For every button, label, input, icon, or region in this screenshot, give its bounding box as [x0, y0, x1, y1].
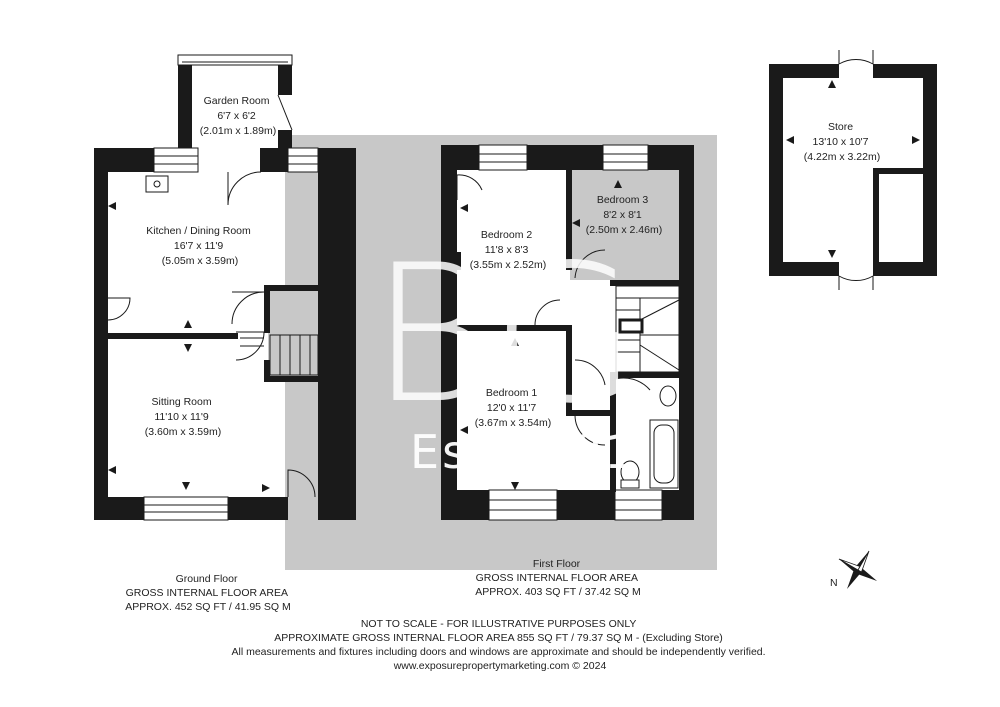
compass-icon [838, 550, 878, 590]
bedroom3-metric: (2.50m x 2.46m) [586, 224, 662, 236]
bedroom3-imperial: 8'2 x 8'1 [603, 209, 642, 221]
footer-verification-note: All measurements and fixtures including … [232, 646, 766, 658]
svg-text:NOT TO SCALE - FOR ILLUSTRATIV: NOT TO SCALE - FOR ILLUSTRATIVE PURPOSES… [232, 618, 769, 672]
footer-website: www.exposurepropertymarketing.com © 2024 [393, 660, 607, 672]
first-floor-title: First Floor [533, 558, 581, 570]
svg-text:Kitchen / Dining Room 16'7: Kitchen / Dining Room 16'7 x 11'9 (5.05m… [146, 225, 253, 267]
sitting-room-imperial: 11'10 x 11'9 [154, 411, 209, 423]
svg-text:Ground Floor GROSS INTERNA: Ground Floor GROSS INTERNAL FLOOR AREA A… [125, 573, 291, 613]
sitting-room-metric: (3.60m x 3.59m) [145, 426, 221, 438]
store-name: Store [828, 121, 853, 133]
svg-text:Garden Room 6'7 x 6'2: Garden Room 6'7 x 6'2 (2.01m x 1.89m) [200, 95, 276, 137]
bedroom2-name: Bedroom 2 [481, 229, 533, 241]
garden-room-metric: (2.01m x 1.89m) [200, 125, 276, 137]
ground-floor-area-value: APPROX. 452 SQ FT / 41.95 SQ M [125, 601, 291, 613]
ground-floor-plan [94, 54, 356, 521]
garden-room-imperial: 6'7 x 6'2 [217, 110, 256, 122]
bedroom3-name: Bedroom 3 [597, 194, 649, 206]
bedroom2-imperial: 11'8 x 8'3 [485, 244, 529, 256]
kitchen-metric: (5.05m x 3.59m) [162, 255, 238, 267]
first-floor-plan [441, 144, 694, 521]
ground-floor-title: Ground Floor [176, 573, 238, 585]
store-plan [769, 50, 937, 290]
dimension-markers [108, 80, 920, 492]
footer-disclaimer: NOT TO SCALE - FOR ILLUSTRATIVE PURPOSES… [361, 618, 637, 630]
bedroom1-name: Bedroom 1 [486, 387, 538, 399]
bedroom1-imperial: 12'0 x 11'7 [487, 402, 537, 414]
bedroom1-metric: (3.67m x 3.54m) [475, 417, 551, 429]
svg-text:Bedroom 2 11'8 x 8'3 (: Bedroom 2 11'8 x 8'3 (3.55m x 2.52m) [470, 229, 546, 271]
svg-text:First Floor GROSS INTERNAL: First Floor GROSS INTERNAL FLOOR AREA AP… [475, 558, 641, 598]
first-floor-area-value: APPROX. 403 SQ FT / 37.42 SQ M [475, 586, 641, 598]
svg-text:Bedroom 1 12'0 x 11'7: Bedroom 1 12'0 x 11'7 (3.67m x 3.54m) [475, 387, 551, 429]
kitchen-name: Kitchen / Dining Room [146, 225, 251, 237]
store-imperial: 13'10 x 10'7 [813, 136, 869, 148]
footer-total-area: APPROXIMATE GROSS INTERNAL FLOOR AREA 85… [274, 632, 723, 644]
svg-text:Store 13'10 x 10'7 (4.: Store 13'10 x 10'7 (4.22m x 3.22m) [804, 121, 880, 163]
store-metric: (4.22m x 3.22m) [804, 151, 880, 163]
garden-room-name: Garden Room [204, 95, 270, 107]
first-floor-area-heading: GROSS INTERNAL FLOOR AREA [476, 572, 638, 584]
sitting-room-name: Sitting Room [151, 396, 211, 408]
ground-floor-area-heading: GROSS INTERNAL FLOOR AREA [126, 587, 288, 599]
svg-text:Sitting Room 11'10 x 11'9: Sitting Room 11'10 x 11'9 (3.60m x 3.59m… [145, 396, 221, 438]
kitchen-imperial: 16'7 x 11'9 [174, 240, 224, 252]
compass-label: N [830, 577, 838, 589]
bedroom2-metric: (3.55m x 2.52m) [470, 259, 546, 271]
svg-text:Bedroom 3 8'2 x 8'1 (2: Bedroom 3 8'2 x 8'1 (2.50m x 2.46m) [586, 194, 662, 236]
watermark-tagline: Est.1801 [410, 425, 637, 479]
watermark-letters: BG [370, 224, 638, 445]
